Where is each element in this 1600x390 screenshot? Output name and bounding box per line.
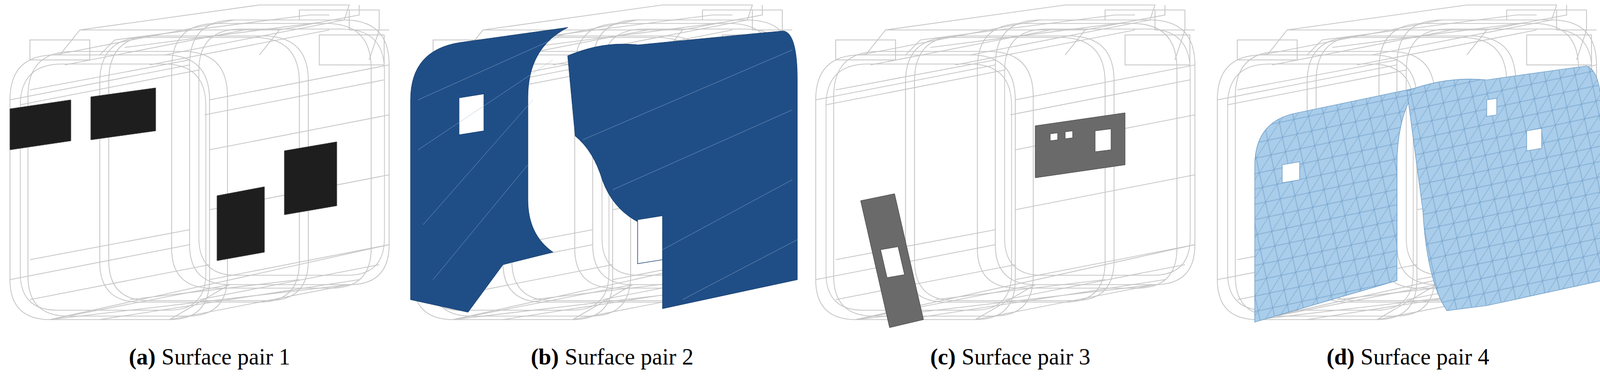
highlighted-surface <box>1254 65 1600 322</box>
subfigure-caption: (c)Surface pair 3 <box>929 344 1091 370</box>
shell-surface <box>567 30 798 309</box>
subfigure-letter: (b) <box>530 343 559 370</box>
wireframe <box>9 4 390 320</box>
subfigure-letter: (d) <box>1326 343 1355 370</box>
subfigure-caption: (d)Surface pair 4 <box>1326 344 1490 370</box>
panel-c <box>815 4 1195 328</box>
subfigure-caption: (b)Surface pair 2 <box>530 344 694 370</box>
window-hole <box>1282 161 1300 183</box>
window-hole <box>1095 128 1112 152</box>
shell-surface <box>1406 65 1600 311</box>
panel-a <box>9 4 390 320</box>
subfigure-title: Surface pair 3 <box>961 343 1091 370</box>
subfigure-caption: (a)Surface pair 1 <box>128 344 291 370</box>
subfigure-title: Surface pair 2 <box>564 343 694 370</box>
window-hole <box>1486 98 1497 117</box>
window-surface <box>90 87 156 140</box>
panel-b <box>410 4 798 320</box>
highlighted-surface <box>860 112 1126 328</box>
window-hole <box>1065 130 1073 139</box>
window-hole <box>1526 128 1542 151</box>
mesh-line <box>418 34 798 300</box>
shell-surface <box>410 27 568 312</box>
strip-surface <box>860 193 924 328</box>
strip-surface <box>1035 112 1126 178</box>
window-hole <box>880 246 905 278</box>
window-surface <box>9 99 71 150</box>
window-surface <box>217 186 265 261</box>
window-hole <box>1050 132 1058 141</box>
subfigure-letter: (a) <box>128 343 156 370</box>
panel-d <box>1217 4 1600 322</box>
highlighted-surface <box>9 87 337 261</box>
subfigure-letter: (c) <box>929 343 956 370</box>
highlighted-surface <box>410 27 798 312</box>
subfigure-title: Surface pair 1 <box>161 343 291 370</box>
subfigure-title: Surface pair 4 <box>1360 343 1490 370</box>
shell-surface <box>1254 87 1417 322</box>
window-surface <box>284 141 337 215</box>
wireframe <box>815 4 1195 320</box>
window-hole <box>637 215 663 264</box>
